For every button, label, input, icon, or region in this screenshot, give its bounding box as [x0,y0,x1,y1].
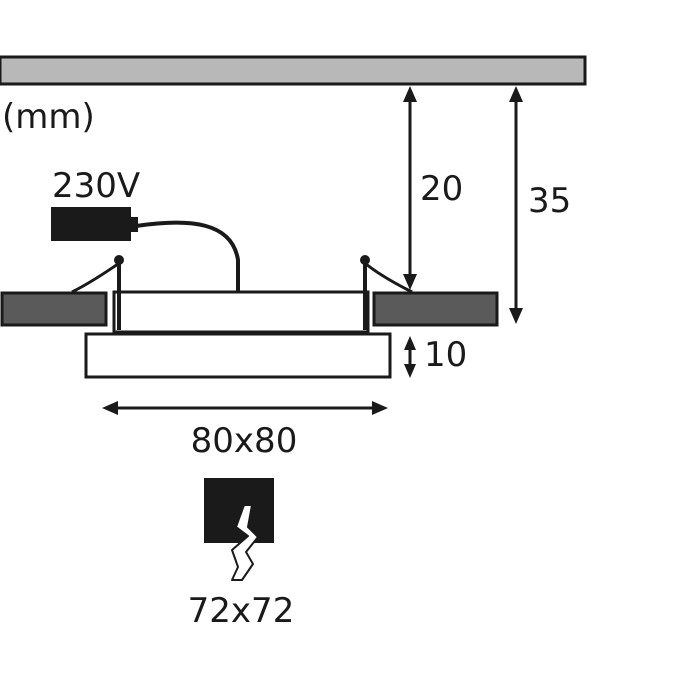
cutout-lightning-icon [204,478,274,581]
dim-arrow-35-top [509,86,523,102]
dim-label-35: 35 [528,181,571,221]
driver-box [51,207,131,241]
dim-arrow-80-right [372,401,388,415]
dim-label-72x72: 72x72 [188,591,295,631]
dim-label-20: 20 [420,169,463,209]
dim-arrow-10-bottom [404,364,416,378]
dim-arrow-35-bottom [509,308,523,324]
spring-clip-left-pivot [114,255,124,265]
cutout-square [204,478,274,543]
lightning-bolt [231,504,259,581]
dim-arrow-20-top [403,86,417,102]
front-panel [84,332,392,379]
dim-arrow-20-bottom [403,274,417,290]
dim-label-10: 10 [424,335,467,375]
dim-arrow-10-top [404,336,416,350]
driver-connector [128,217,138,232]
voltage-label: 230V [52,166,140,206]
spring-clip-left-arm [71,262,119,294]
mount-block-left [0,291,108,327]
dim-label-80x80: 80x80 [191,421,298,461]
spring-clip-right-pivot [360,255,370,265]
spring-clip-right-arm [365,262,413,294]
units-label: (mm) [2,97,95,137]
dim-arrow-80-left [102,401,118,415]
ceiling-slab [0,55,587,86]
housing-body [112,290,370,334]
power-cable [135,220,240,292]
mount-block-right [372,291,499,327]
